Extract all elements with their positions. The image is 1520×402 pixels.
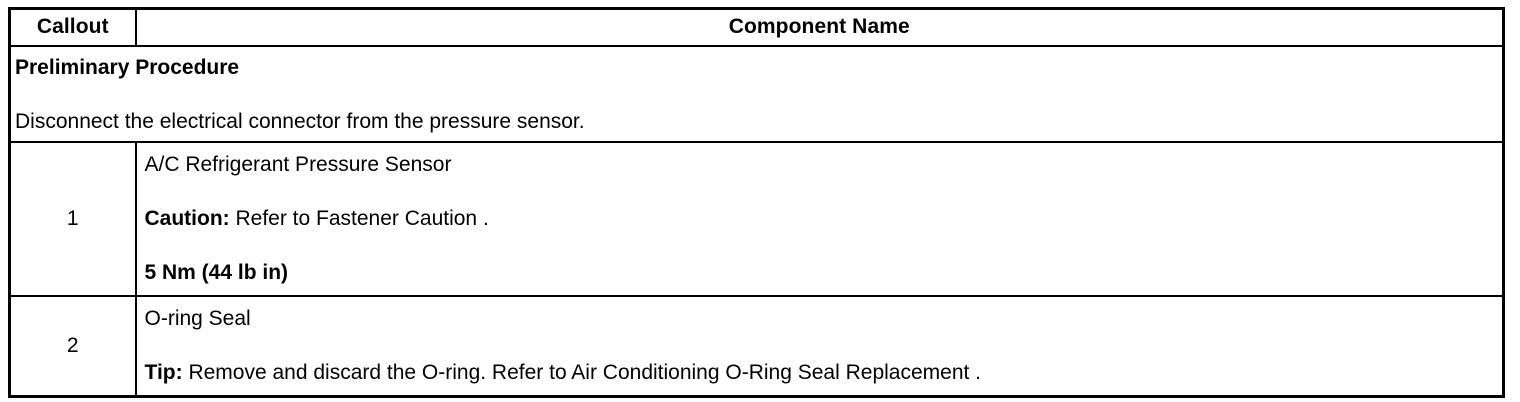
preliminary-procedure-title: Preliminary Procedure bbox=[15, 56, 240, 80]
component-title-text: A/C Refrigerant Pressure Sensor bbox=[144, 152, 452, 176]
preliminary-procedure-body: Disconnect the electrical connector from… bbox=[15, 110, 585, 134]
component-parts-table: Callout Component Name Preliminary Proce… bbox=[8, 7, 1505, 399]
preliminary-procedure-row: Preliminary Procedure Disconnect the ele… bbox=[8, 45, 1505, 143]
callout-number-2: 2 bbox=[8, 295, 137, 398]
caution-text: Refer to Fastener Caution . bbox=[229, 206, 489, 230]
component-title-line: O-ring Seal bbox=[145, 306, 1497, 331]
torque-spec-line: 5 Nm (44 lb in) bbox=[145, 260, 1497, 285]
table-header-row: Callout Component Name bbox=[8, 7, 1505, 48]
tip-label: Tip: bbox=[144, 361, 183, 385]
tip-line: Tip: Remove and discard the O-ring. Refe… bbox=[145, 360, 1497, 385]
component-description-1: A/C Refrigerant Pressure Sensor Caution:… bbox=[134, 140, 1505, 298]
table-header: Callout Component Name bbox=[8, 7, 1505, 48]
component-title-line: A/C Refrigerant Pressure Sensor bbox=[145, 152, 1497, 177]
caution-label: Caution: bbox=[144, 206, 230, 230]
table-body: Preliminary Procedure Disconnect the ele… bbox=[8, 45, 1505, 398]
column-header-component-name: Component Name bbox=[134, 7, 1505, 48]
column-header-callout: Callout bbox=[8, 7, 137, 48]
table-row: 2 O-ring Seal Tip: Remove and discard th… bbox=[8, 295, 1505, 398]
caution-line: Caution: Refer to Fastener Caution . bbox=[145, 206, 1497, 231]
table-row: 1 A/C Refrigerant Pressure Sensor Cautio… bbox=[8, 140, 1505, 298]
component-description-2: O-ring Seal Tip: Remove and discard the … bbox=[134, 295, 1505, 398]
callout-number-1: 1 bbox=[8, 140, 137, 298]
torque-spec-text: 5 Nm (44 lb in) bbox=[144, 260, 289, 284]
tip-text: Remove and discard the O-ring. Refer to … bbox=[182, 361, 981, 385]
preliminary-procedure-cell: Preliminary Procedure Disconnect the ele… bbox=[8, 45, 1505, 143]
component-title-text: O-ring Seal bbox=[144, 307, 251, 331]
